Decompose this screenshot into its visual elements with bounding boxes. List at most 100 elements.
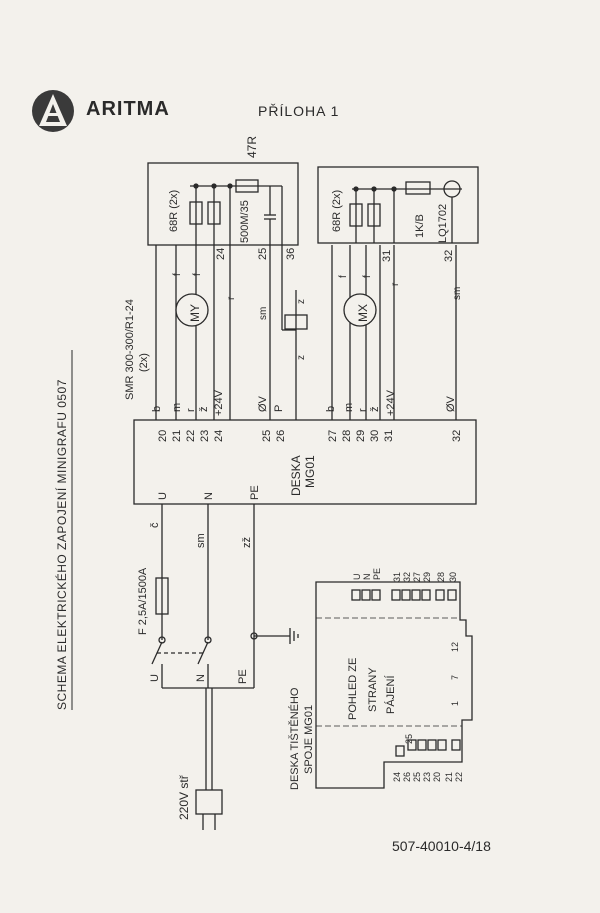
x-wire-zz: ž [369, 407, 381, 413]
pin-22: 22 [185, 430, 197, 442]
y-wire-r2: r [185, 408, 197, 412]
deska-line-u: U [157, 492, 169, 500]
pcb-view-2: STRANY [367, 667, 379, 712]
wire-color-c: č [149, 522, 161, 528]
pcb-mark-7: 7 [450, 675, 460, 680]
y-top-pin-36: 36 [285, 248, 297, 260]
pin-29: 29 [355, 430, 367, 442]
supply-label: 220V stř [177, 774, 191, 820]
y-wire-z2: z [296, 355, 307, 360]
pcb-top-27: 27 [412, 572, 422, 582]
y-capacitor-label: 500M/35 [239, 200, 251, 243]
fuse-symbol [155, 577, 169, 615]
pin-26: 26 [275, 430, 287, 442]
x-wire-f1: f [338, 275, 349, 278]
deska-board-box [133, 419, 477, 505]
x-wire-b: b [325, 406, 337, 412]
motor-y-label: MY [188, 304, 202, 322]
y-wire-z1: z [296, 299, 307, 304]
x-wire-f2: f [362, 275, 373, 278]
y-wire-0v: ØV [257, 395, 269, 412]
pin-24: 24 [213, 430, 225, 442]
pcb-top-29: 29 [422, 572, 432, 582]
pcb-view-1: POHLED ZE [347, 658, 359, 720]
aritma-logo [32, 90, 74, 132]
pcb-bot-24: 24 [392, 772, 402, 782]
fuse-label: F 2,5A/1500A [137, 567, 149, 635]
motor-x-label: MX [356, 304, 370, 322]
switch-pe: PE [237, 669, 249, 684]
pcb-top-30: 30 [448, 572, 458, 582]
y-wire-r: r [226, 296, 237, 300]
pcb-top-32: 32 [402, 572, 412, 582]
y-resistor-label: 68R (2x) [168, 190, 180, 232]
x-diode-label: 1K/B [414, 214, 426, 238]
switch-n: N [195, 674, 207, 682]
y-wire-m: m [171, 403, 183, 412]
pcb-bot-21: 21 [444, 772, 454, 782]
x-top-pin-32: 32 [443, 250, 455, 262]
pcb-bot-26: 26 [402, 772, 412, 782]
pcb-label-1: DESKA TIŠTĚNÉHO [288, 687, 301, 790]
motor-spec-label: SMR 300-300/R1-24 [124, 299, 136, 400]
pcb-top-28: 28 [436, 572, 446, 582]
pcb-mark-1: 1 [450, 701, 460, 706]
y-top-pin-25: 25 [257, 248, 269, 260]
schematic-title: SCHEMA ELEKTRICKÉHO ZAPOJENÍ MINIGRAFU 0… [54, 379, 69, 710]
pin-21: 21 [171, 430, 183, 442]
y-module-box [147, 162, 299, 246]
module-subtitle: 47R [245, 136, 259, 158]
attachment-label: PŘÍLOHA 1 [258, 103, 340, 119]
pcb-label-2: SPOJE MG01 [303, 705, 315, 774]
x-wire-24v: +24V [385, 389, 397, 416]
pcb-outline [315, 581, 473, 789]
pcb-mark-12: 12 [450, 642, 460, 652]
y-wire-zz: ž [198, 407, 210, 413]
x-resistor-label: 68R (2x) [331, 190, 343, 232]
pcb-top-n: N [362, 574, 372, 581]
wire-color-sm: sm [195, 533, 207, 548]
pin-32: 32 [451, 430, 463, 442]
x-module-box [317, 166, 479, 244]
x-wire-0v: ØV [445, 395, 457, 412]
y-wire-b: b [151, 406, 163, 412]
pin-28: 28 [341, 430, 353, 442]
pcb-view-3: PÁJENÍ [384, 675, 397, 714]
motor-count-label: (2x) [138, 353, 150, 372]
pcb-top-pe: PE [372, 568, 382, 580]
pcb-bot-20: 20 [432, 772, 442, 782]
pcb-bot-22: 22 [454, 772, 464, 782]
brand-name: ARITMA [86, 98, 170, 120]
x-wire-r2: r [357, 408, 369, 412]
x-top-pin-31: 31 [381, 250, 393, 262]
pin-27: 27 [327, 430, 339, 442]
y-top-pin-24: 24 [215, 248, 227, 260]
y-wire-sm: sm [258, 307, 269, 320]
pcb-mark-25: 25 [404, 734, 414, 744]
pin-31: 31 [383, 430, 395, 442]
x-wire-r: r [390, 282, 401, 286]
pcb-top-u: U [352, 574, 362, 581]
pcb-bot-23: 23 [422, 772, 432, 782]
deska-line-pe: PE [249, 485, 261, 500]
y-wire-f1: f [172, 273, 183, 276]
pin-23: 23 [199, 430, 211, 442]
pin-25: 25 [261, 430, 273, 442]
y-wire-p: P [273, 405, 285, 412]
pin-20: 20 [157, 430, 169, 442]
board-model: MG01 [303, 455, 317, 488]
x-wire-sm: sm [452, 287, 463, 300]
y-wire-24v: +24V [213, 389, 225, 416]
board-label: DESKA [289, 455, 303, 496]
x-led-label: LQ1702 [437, 204, 449, 243]
x-wire-m: m [343, 403, 355, 412]
switch-u: U [149, 674, 161, 682]
document-number: 507-40010-4/18 [392, 838, 491, 854]
plug-symbol [195, 789, 223, 815]
pcb-bot-25: 25 [412, 772, 422, 782]
deska-line-n: N [203, 492, 215, 500]
wire-color-zz: zž [241, 537, 253, 548]
pcb-top-31: 31 [392, 572, 402, 582]
y-wire-f2: f [192, 273, 203, 276]
